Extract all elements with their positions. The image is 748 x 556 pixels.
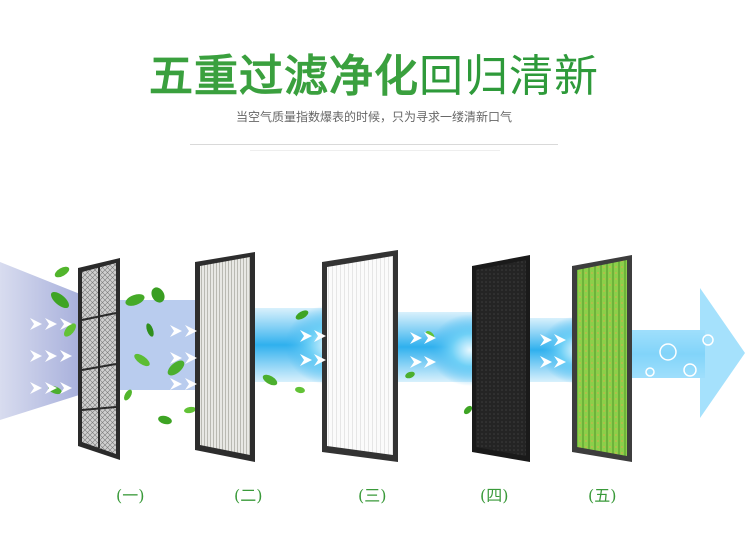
chevron-right-icon xyxy=(314,330,326,342)
filter-label-2: (二) xyxy=(234,486,263,505)
leaf-icon xyxy=(158,415,172,425)
headline-light: 回归清新 xyxy=(419,51,599,102)
clean-air-arrow xyxy=(620,288,745,418)
leaf-icon xyxy=(151,287,165,303)
filter-5-green xyxy=(572,255,632,462)
chevron-right-icon xyxy=(60,350,72,362)
chevron-right-icon xyxy=(554,334,566,346)
divider-line-faint xyxy=(250,150,500,151)
chevron-right-icon xyxy=(424,332,436,344)
chevron-right-icon xyxy=(185,378,197,390)
leaf-icon xyxy=(125,294,145,306)
leaf-icon xyxy=(50,291,70,309)
air-bubble xyxy=(645,367,655,377)
chevron-right-icon xyxy=(170,378,182,390)
filter-label-5: (五) xyxy=(588,486,617,505)
chevron-right-icon xyxy=(170,325,182,337)
chevron-right-icon xyxy=(300,354,312,366)
chevron-right-icon xyxy=(410,356,422,368)
airflow-band-1 xyxy=(120,300,200,390)
chevron-right-icon xyxy=(185,325,197,337)
headline-bold: 五重过滤净化 xyxy=(149,51,419,102)
leaf-icon xyxy=(295,386,305,394)
leaf-icon xyxy=(262,374,278,386)
chevron-right-icon xyxy=(30,318,42,330)
chevron-right-icon xyxy=(300,330,312,342)
divider-line xyxy=(190,144,558,145)
leaf-icon xyxy=(54,266,70,278)
air-bubble xyxy=(683,363,697,377)
filter-label-3: (三) xyxy=(358,486,387,505)
chevron-right-icon xyxy=(60,382,72,394)
leaf-icon xyxy=(167,360,185,376)
leaf-group xyxy=(48,266,473,425)
chevron-right-icon xyxy=(540,334,552,346)
chevron-right-icon xyxy=(30,350,42,362)
chevron-right-icon xyxy=(540,356,552,368)
filter-1-prefilter xyxy=(78,258,120,460)
incoming-airflow xyxy=(0,262,95,420)
air-bubble xyxy=(659,343,677,361)
filter-label-4: (四) xyxy=(480,486,509,505)
chevron-right-icon xyxy=(45,318,57,330)
airflow-chevrons xyxy=(30,318,566,394)
chevron-right-icon xyxy=(314,354,326,366)
leaf-icon xyxy=(405,371,415,379)
filter-label-1: (一) xyxy=(116,486,145,505)
chevron-right-icon xyxy=(554,356,566,368)
headline: 五重过滤净化回归清新 xyxy=(0,40,748,104)
filter-2-pleated xyxy=(195,252,255,462)
leaf-icon xyxy=(124,389,132,401)
chevron-right-icon xyxy=(30,382,42,394)
chevron-right-icon xyxy=(424,356,436,368)
chevron-right-icon xyxy=(170,352,182,364)
filter-3-hepa xyxy=(322,250,398,462)
leaf-icon xyxy=(295,310,309,320)
air-bubble xyxy=(702,334,714,346)
chevron-right-icon xyxy=(185,352,197,364)
leaf-icon xyxy=(463,405,473,415)
filter-4-carbon xyxy=(472,255,530,462)
subtitle: 当空气质量指数爆表的时候，只为寻求一缕清新口气 xyxy=(235,110,512,124)
chevron-right-icon xyxy=(45,382,57,394)
leaf-icon xyxy=(146,323,154,337)
leaf-icon xyxy=(134,353,150,367)
chevron-right-icon xyxy=(45,350,57,362)
chevron-right-icon xyxy=(60,318,72,330)
chevron-right-icon xyxy=(410,332,422,344)
leaf-icon xyxy=(64,323,76,337)
leaf-icon xyxy=(184,406,196,414)
